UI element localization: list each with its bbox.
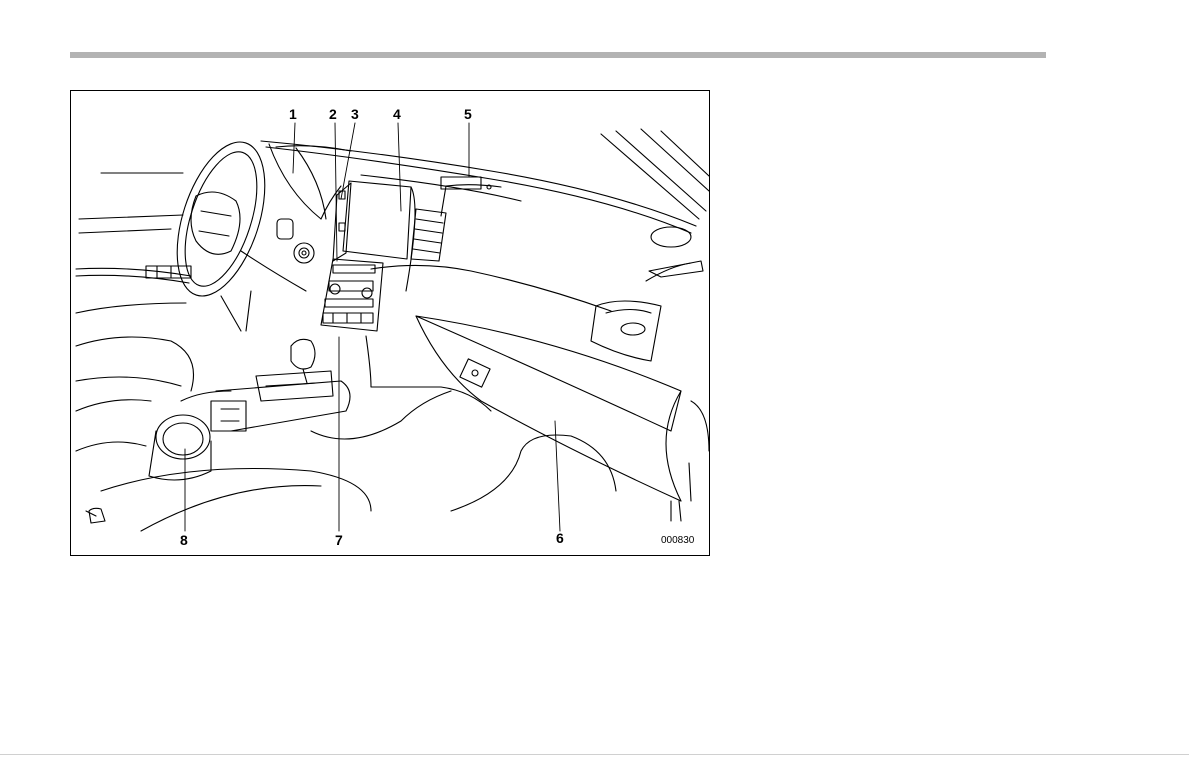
cluster-hood <box>269 144 351 219</box>
callout-2: 2 <box>329 107 337 121</box>
callout-8: 8 <box>180 533 188 547</box>
callout-7: 7 <box>335 533 343 547</box>
a-pillar-lines <box>601 129 709 219</box>
seats <box>76 337 616 531</box>
dash-lower <box>311 177 709 521</box>
passenger-vent <box>591 227 703 361</box>
leader-lines <box>185 123 560 531</box>
page-bottom-line <box>0 754 1189 755</box>
steering-wheel-shape <box>160 131 282 331</box>
shift-console <box>181 339 350 431</box>
callout-5: 5 <box>464 107 472 121</box>
callout-1: 1 <box>289 107 297 121</box>
callout-3: 3 <box>351 107 359 121</box>
callout-6: 6 <box>556 531 564 545</box>
ignition-knob <box>241 219 314 291</box>
center-stack <box>321 181 446 331</box>
cup-holder <box>149 401 246 480</box>
dashboard-line-art <box>71 91 709 555</box>
callout-4: 4 <box>393 107 401 121</box>
door-panel <box>76 173 191 313</box>
interior-illustration: 1 2 3 4 5 6 7 8 000830 <box>70 90 710 556</box>
header-rule <box>70 52 1046 58</box>
glove-box <box>416 316 681 501</box>
figure-id: 000830 <box>661 535 694 546</box>
